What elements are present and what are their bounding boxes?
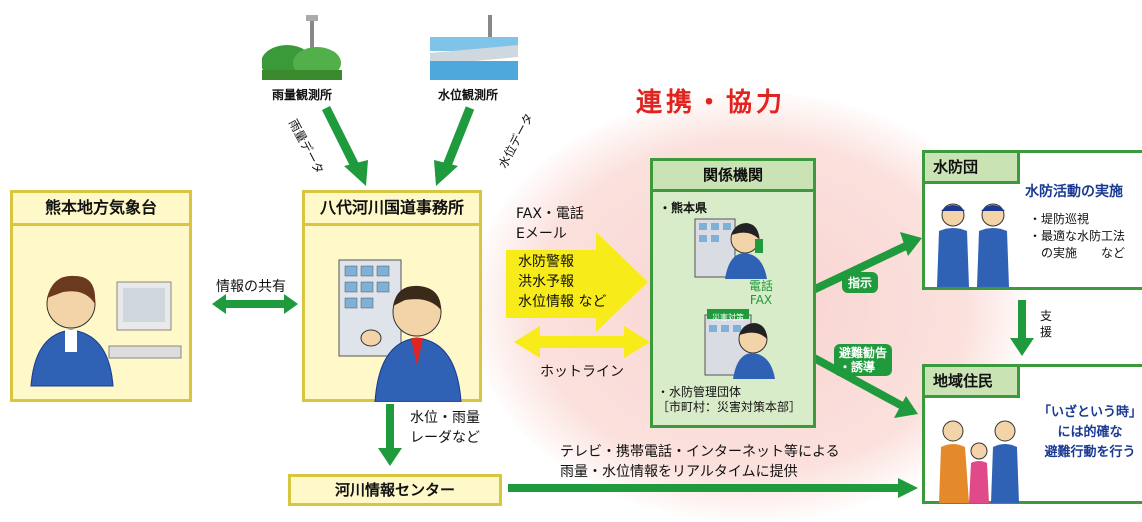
suibodan-title: 水防団 (925, 153, 1020, 184)
down-label: 水位・雨量 レーダなど (410, 408, 480, 448)
support-label-2: 援 (1040, 325, 1053, 339)
suibodan-item-3: の実施 など (1029, 246, 1126, 260)
building-sign: 災害対策 (712, 313, 744, 322)
rain-station-label: 雨量観測所 (272, 88, 333, 102)
down-label-1: 水位・雨量 (410, 410, 480, 426)
rain-station-illustration (261, 15, 342, 81)
down-arrow (378, 404, 402, 466)
hotline-arrow (514, 326, 650, 358)
office-title: 八代河川国道事務所 (305, 193, 479, 226)
agencies-box: 関係機関 ・熊本県 電話 FAX 災害対策 ・水防管理団体 ［市町村：災害対策本… (650, 158, 816, 428)
evac-label: 避難勧告 ・誘導 (834, 344, 893, 376)
instruct-label: 指示 (842, 272, 879, 293)
municipal-officer-illustration (703, 309, 783, 383)
suibodan-items: ・堤防巡視 ・最適な水防工法 の実施 など (1029, 211, 1125, 262)
residents-message: 「いざという時」 には的確な 避難行動を行う (1025, 403, 1142, 463)
water-data-arrow (434, 106, 475, 186)
office-box: 八代河川国道事務所 (302, 190, 482, 403)
agencies-org: ・水防管理団体 ［市町村：災害対策本部］ (657, 385, 801, 415)
agencies-org-line2: ［市町村：災害対策本部］ (657, 400, 802, 414)
residents-title: 地域住民 (925, 367, 1020, 398)
meteo-title: 熊本地方気象台 (13, 193, 189, 226)
warning-arrow (506, 232, 648, 332)
broadcast-arrow (508, 478, 918, 498)
pref-officer-illustration (693, 213, 773, 283)
residents-box: 地域住民 「いざという時」 には的確な 避難行動を行う (922, 364, 1142, 504)
agencies-org-line1: ・水防管理団体 (657, 385, 742, 399)
warning-water-level: 水位情報 など (518, 294, 607, 310)
warning-flood-forecast: 洪水予報 (518, 274, 574, 290)
warnings-list: 水防警報 洪水予報 水位情報 など (518, 252, 606, 312)
evac-label-line2: ・誘導 (839, 360, 876, 374)
broadcast-line-1: テレビ・携帯電話・インターネット等による (560, 444, 840, 460)
agencies-pref: ・熊本県 (659, 201, 708, 215)
suibodan-illustration (927, 197, 1023, 291)
suibodan-activity: 水防活動の実施 (1025, 184, 1123, 200)
broadcast-text: テレビ・携帯電話・インターネット等による 雨量・水位情報をリアルタイムに提供 (560, 442, 840, 482)
water-station-illustration (430, 15, 518, 80)
phone-fax-label: 電話 FAX (749, 279, 773, 307)
meteo-box: 熊本地方気象台 (10, 190, 192, 402)
suibodan-item-2: ・最適な水防工法 (1029, 229, 1126, 243)
evac-label-line1: 避難勧告 (839, 346, 888, 360)
fax-label: FAX (749, 293, 773, 307)
comm-method-email: Eメール (516, 226, 567, 242)
comm-method-fax: FAX・電話 (516, 206, 584, 222)
support-arrow (1010, 300, 1034, 356)
meteo-illustration (13, 226, 189, 402)
warning-flood-defense: 水防警報 (518, 254, 574, 270)
residents-message-3: 避難行動を行う (1044, 445, 1136, 460)
support-label-1: 支 (1040, 309, 1053, 323)
office-illustration (305, 226, 479, 403)
residents-message-1: 「いざという時」 (1037, 405, 1142, 420)
support-label: 支 援 (1040, 308, 1052, 340)
collaboration-title: 連携・協力 (636, 88, 787, 118)
river-center-box: 河川情報センター (288, 474, 502, 506)
info-share-arrow (212, 294, 298, 314)
rain-data-arrow (321, 105, 368, 186)
down-label-2: レーダなど (410, 430, 480, 446)
water-station-label: 水位観測所 (438, 88, 499, 102)
suibodan-item-1: ・堤防巡視 (1029, 212, 1090, 226)
info-share-label: 情報の共有 (216, 279, 286, 295)
comm-methods: FAX・電話 Eメール (516, 204, 584, 244)
agencies-title: 関係機関 (653, 161, 813, 192)
suibodan-box: 水防団 水防活動の実施 ・堤防巡視 ・最適な水防工法 の実施 など (922, 150, 1142, 290)
river-center-title: 河川情報センター (334, 481, 455, 499)
broadcast-line-2: 雨量・水位情報をリアルタイムに提供 (560, 464, 798, 480)
residents-message-2: には的確な (1057, 425, 1123, 440)
residents-illustration (929, 403, 1025, 507)
hotline-label: ホットライン (540, 364, 624, 380)
phone-label: 電話 (749, 279, 774, 293)
